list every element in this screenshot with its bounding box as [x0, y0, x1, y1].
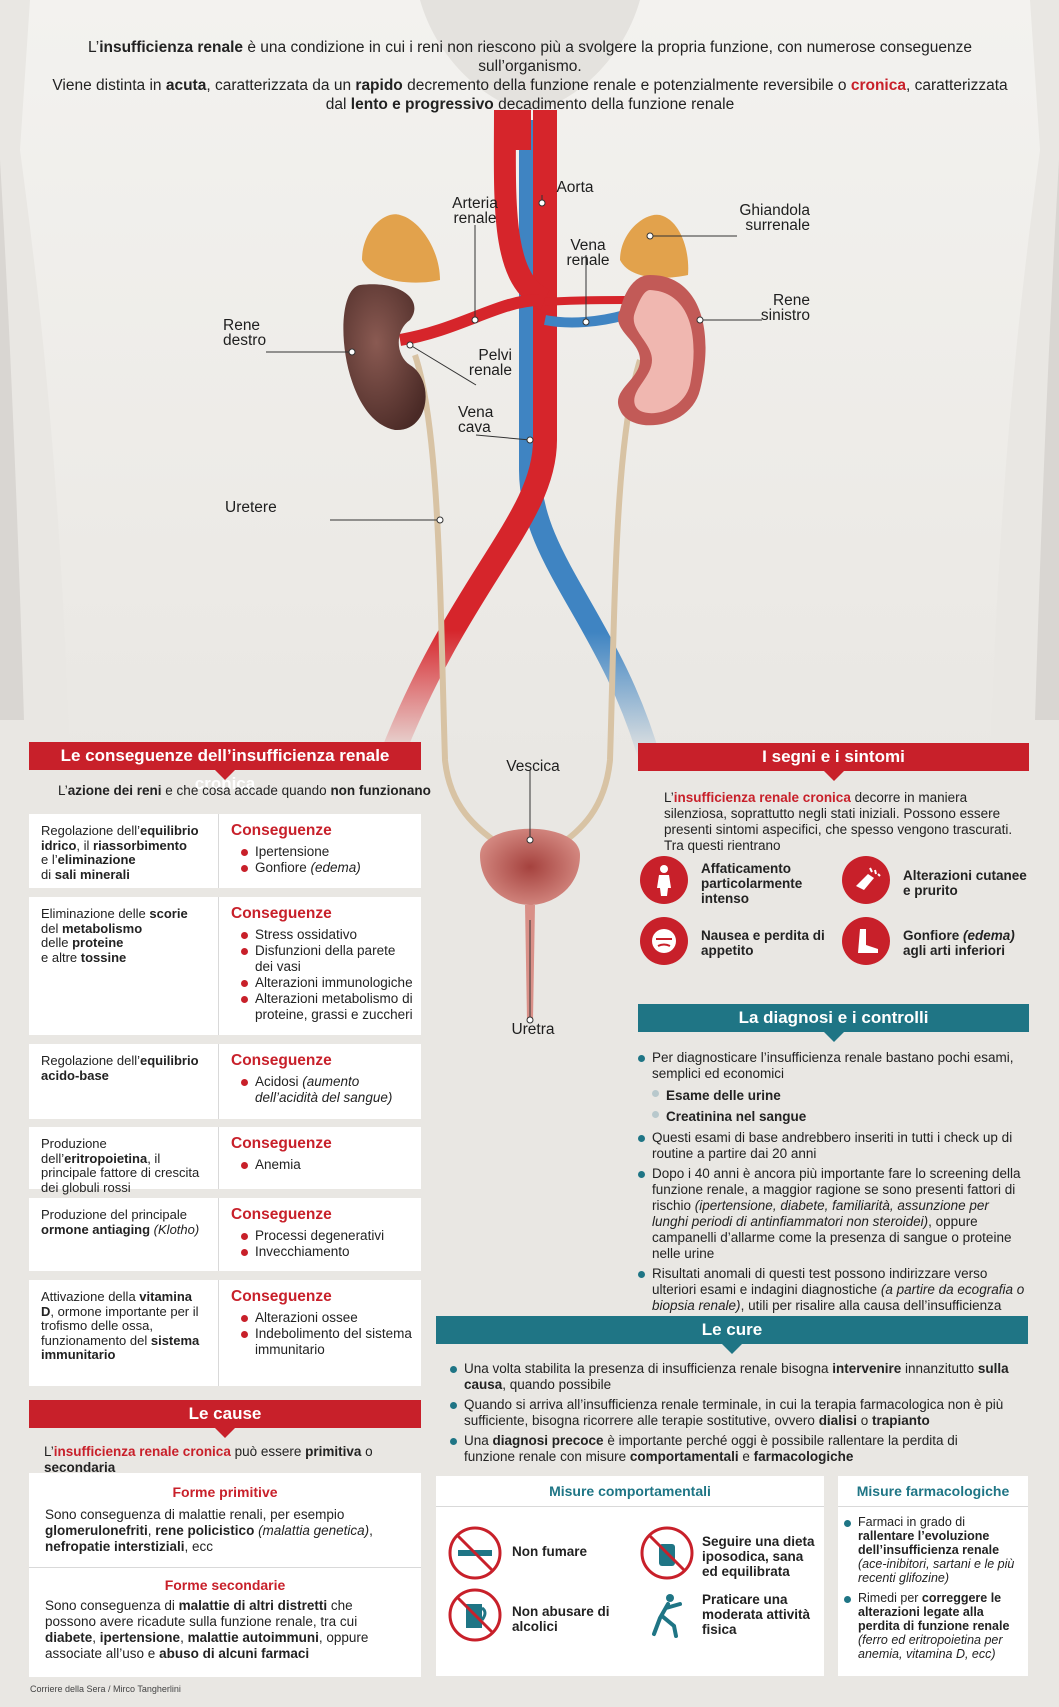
label-aorta: Aorta	[556, 179, 594, 196]
conseguenze-subtitle: L’azione dei reni e che cosa accade quan…	[58, 783, 431, 798]
label-uretra: Uretra	[511, 1021, 555, 1038]
nausea-icon	[640, 917, 688, 965]
label-uretere: Uretere	[225, 499, 277, 516]
conseguenze-row-1: Regolazione dell’equilibrio idrico, il r…	[29, 814, 421, 888]
intro-text: L’insufficienza renale è una condizione …	[52, 39, 1008, 113]
conseguenze-row-2: Eliminazione delle scorie del metabolism…	[29, 897, 421, 1035]
fatigue-icon	[640, 856, 688, 904]
credit: Corriere della Sera / Mirco Tangherlini	[30, 1684, 181, 1694]
cause-box: Forme primitive Sono conseguenza di mala…	[29, 1473, 421, 1677]
no-smoking-icon	[448, 1526, 502, 1580]
diagnosi-list: Per diagnosticare l’insufficienza renale…	[638, 1050, 1028, 1330]
itch-icon	[842, 856, 890, 904]
conseguenze-row-4: Produzione dell’eritropoietina, il princ…	[29, 1127, 421, 1194]
swelling-icon	[842, 917, 890, 965]
measure-exercise: Praticare una moderata attività fisica	[702, 1592, 811, 1637]
cure-header: Le cure	[436, 1316, 1028, 1354]
misure-comportamentali-box: Misure comportamentali Non fumare Seguir…	[436, 1476, 824, 1676]
cure-list: Una volta stabilita la presenza di insuf…	[450, 1361, 1010, 1465]
measure-no-smoke: Non fumare	[512, 1544, 588, 1559]
segni-header: I segni e i sintomi	[638, 743, 1029, 781]
conseguenze-row-3: Regolazione dell’equilibrio acido-base C…	[29, 1044, 421, 1119]
misure-farmacologiche-box: Misure farmacologiche Farmaci in grado d…	[838, 1476, 1028, 1676]
no-salt-icon	[640, 1526, 694, 1580]
label-vescica: Vescica	[506, 758, 560, 775]
cause-header: Le cause	[29, 1400, 421, 1438]
no-alcohol-icon	[448, 1588, 502, 1642]
symptom-nausea: Nausea e perdita di appetito	[701, 928, 825, 958]
diagnosi-header: La diagnosi e i controlli	[638, 1004, 1029, 1042]
symptom-skin: Alterazioni cutanee e prurito	[903, 868, 1027, 898]
measure-diet: Seguire una dieta iposodica, sana ed equ…	[702, 1534, 815, 1579]
conseguenze-row-5: Produzione del principale ormone antiagi…	[29, 1198, 421, 1271]
symptom-edema: Gonfiore (edema) agli arti inferiori	[903, 928, 1015, 958]
symptom-fatigue: Affaticamento particolarmente intenso	[701, 861, 803, 906]
exercise-icon	[652, 1594, 682, 1638]
cause-subtitle: L’insufficienza renale cronica può esser…	[44, 1444, 373, 1475]
segni-intro: L’insufficienza renale cronica decorre i…	[664, 790, 1013, 853]
conseguenze-header: Le conseguenze dell’insufficienza renale…	[29, 742, 421, 793]
conseguenze-row-6: Attivazione della vitamina D, ormone imp…	[29, 1280, 421, 1386]
measure-no-alcohol: Non abusare di alcolici	[512, 1604, 610, 1634]
